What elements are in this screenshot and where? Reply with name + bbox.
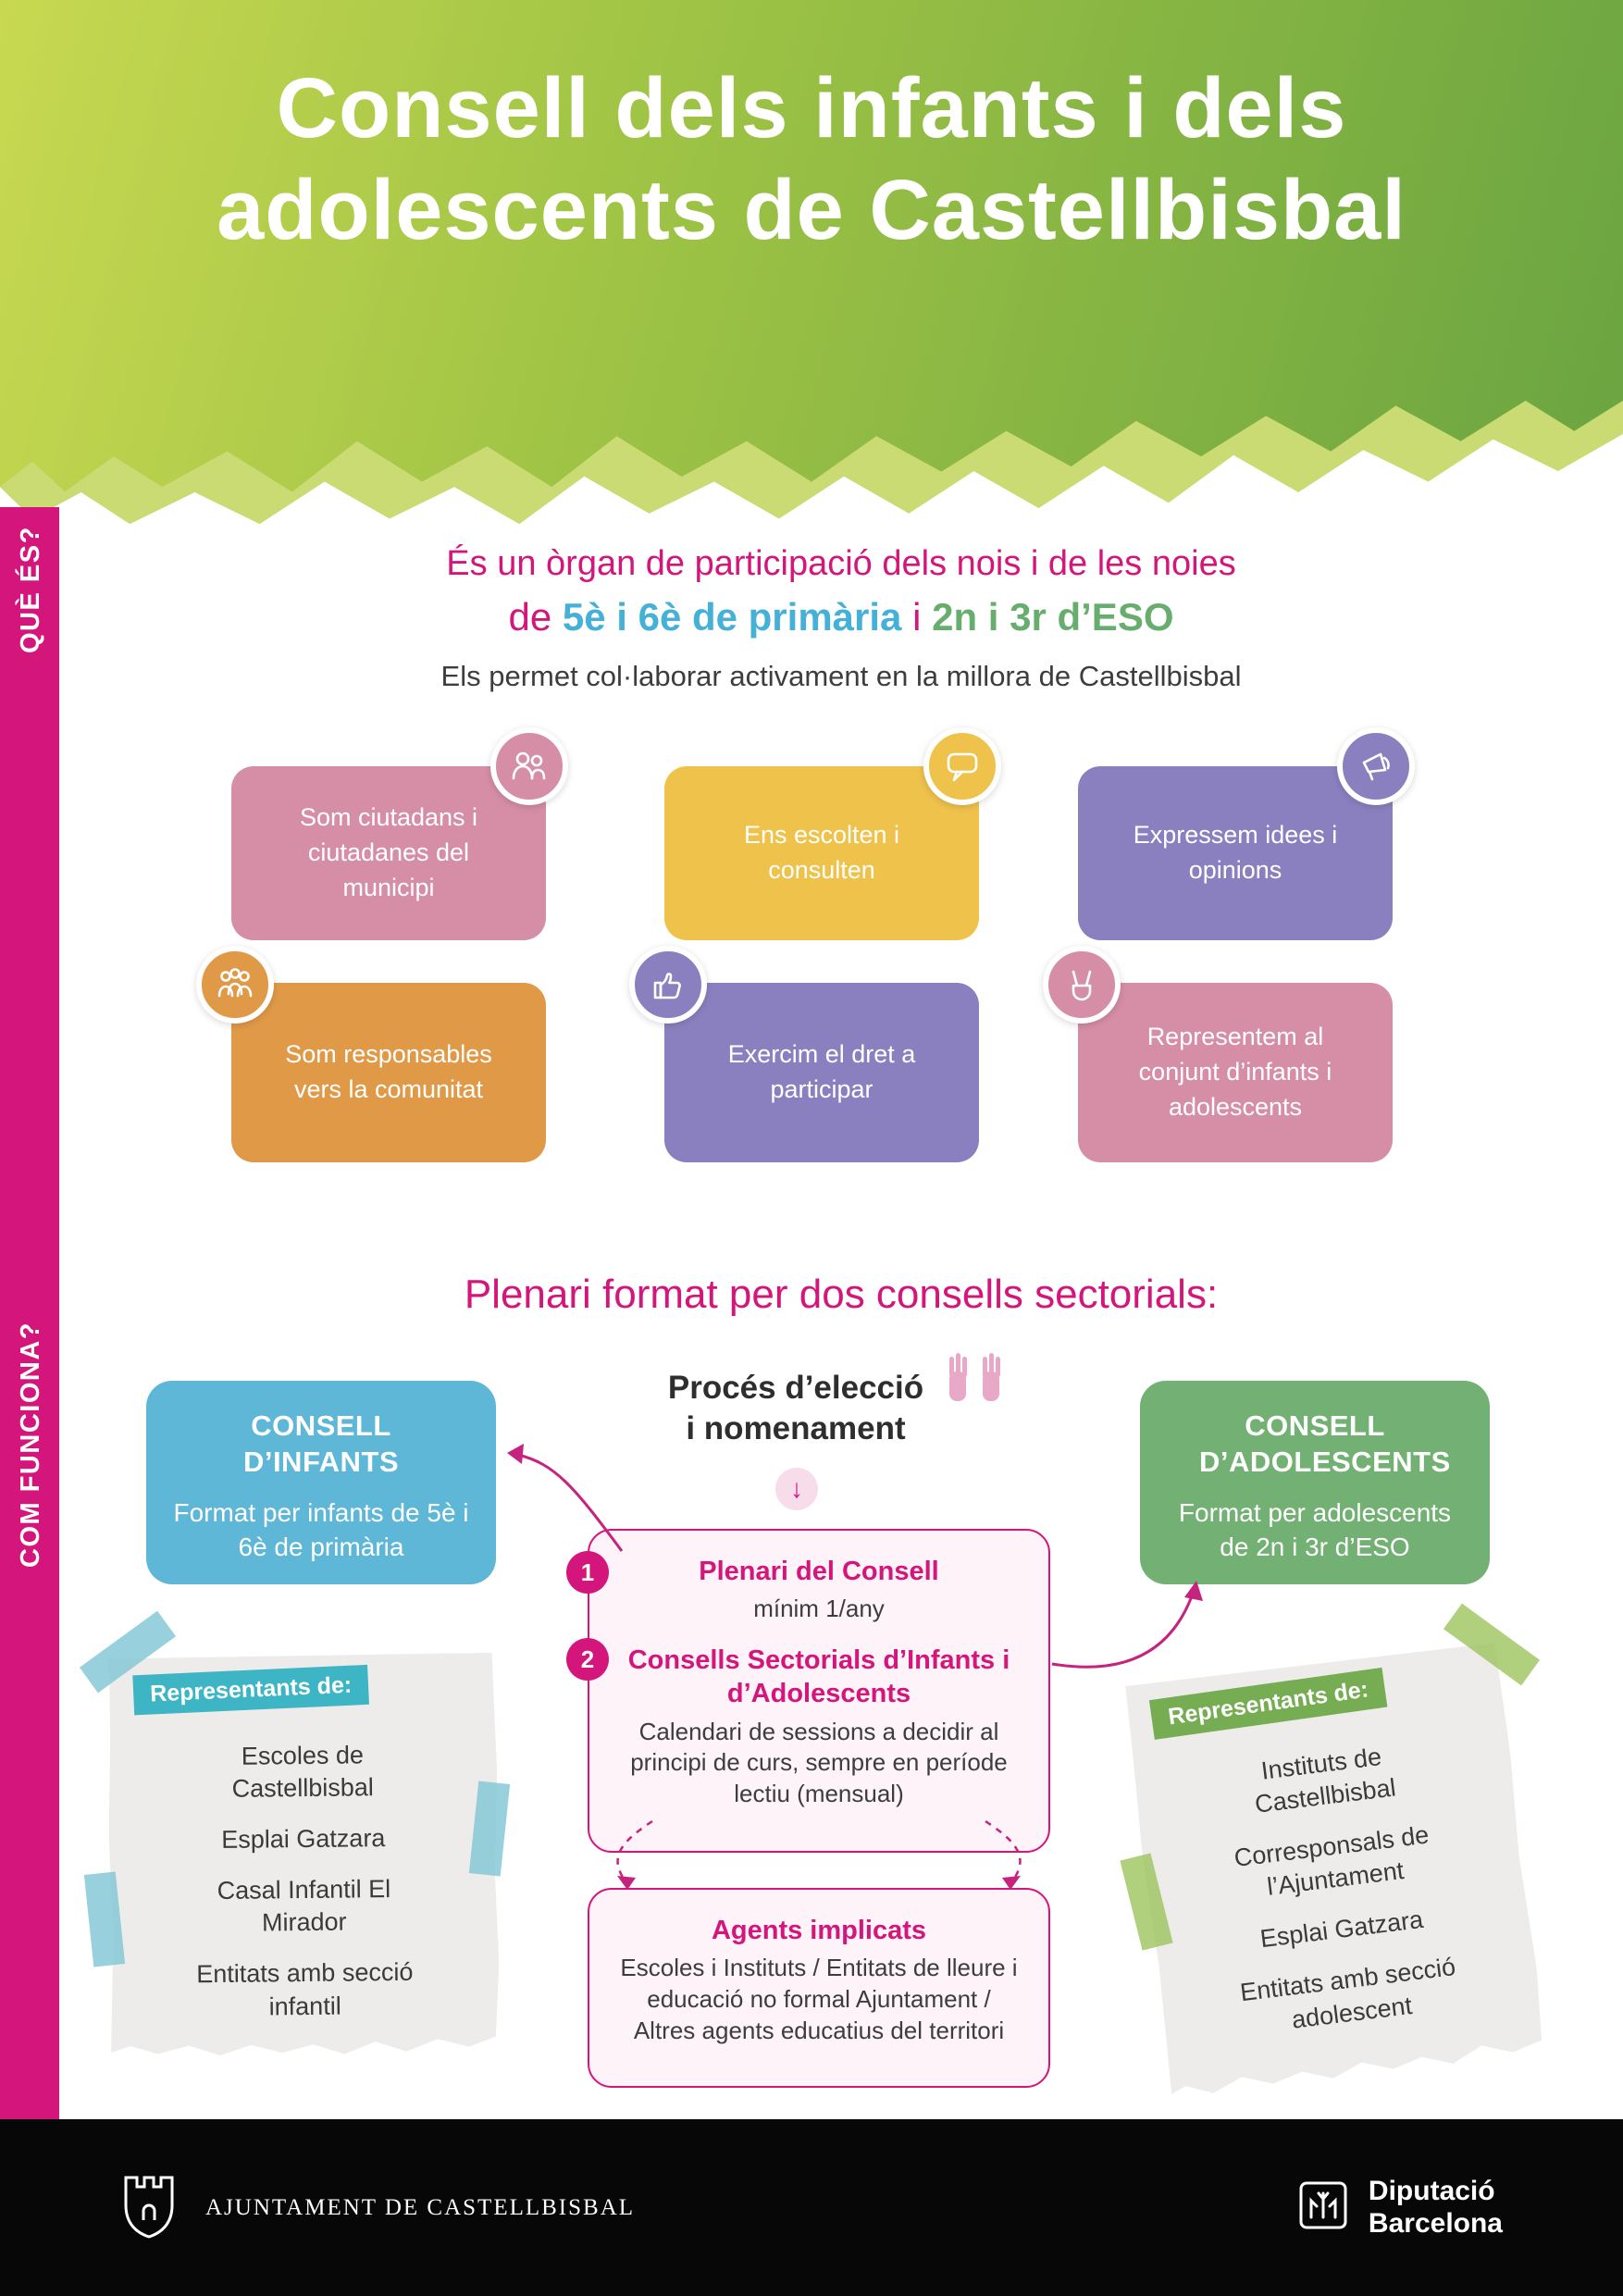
intro-de: de: [508, 595, 552, 639]
sidebar-label-com-funciona: COM FUNCIONA?: [16, 1322, 45, 1568]
agents-box: Agents implicats Escoles i Instituts / E…: [588, 1888, 1050, 2088]
page-title-line1: Consell dels infants i dels: [276, 61, 1347, 155]
consell-infants-body: Format per infants de 5è i 6è de primàri…: [173, 1497, 469, 1562]
step-sectorials-title: Consells Sectorials d’Infants i d’Adoles…: [627, 1645, 1010, 1709]
card-represent-label: Representem al conjunt d’infants i adole…: [1138, 1023, 1332, 1121]
ajuntament-label: AJUNTAMENT DE CASTELLBISBAL: [205, 2194, 636, 2220]
citizens-icon: [490, 727, 568, 805]
step-number-2: 2: [566, 1638, 609, 1681]
raised-hands-icon: [936, 1344, 1014, 1413]
down-arrow-icon: ↓: [775, 1468, 818, 1510]
list-item: Esplai Gatzara: [1258, 1905, 1425, 1954]
diputacio-logo-group: Diputació Barcelona: [1298, 2176, 1503, 2240]
intro-line1: És un òrgan de participació dels nois i …: [446, 544, 1236, 583]
step-number-1: 1: [566, 1551, 609, 1594]
card-responsible-label: Som responsables vers la comunitat: [285, 1040, 492, 1103]
consell-infants-box: CONSELL D’INFANTS Format per infants de …: [146, 1381, 496, 1584]
footer: AJUNTAMENT DE CASTELLBISBAL Diputació Ba…: [0, 2119, 1623, 2296]
diputacio-icon: [1298, 2180, 1348, 2235]
megaphone-icon: [1337, 727, 1415, 805]
list-item: Casal Infantil El Mirador: [217, 1875, 391, 1937]
card-responsible: Som responsables vers la comunitat: [231, 983, 546, 1162]
step-sectorials: Consells Sectorials d’Infants i d’Adoles…: [617, 1644, 1021, 1810]
diputacio-line2: Barcelona: [1368, 2207, 1503, 2239]
intro-line3: Els permet col·laborar activament en la …: [440, 660, 1242, 692]
list-item: Escoles de Castellbisbal: [231, 1741, 374, 1803]
intro-line2: de 5è i 6è de primària i 2n i 3r d’ESO: [59, 595, 1623, 639]
card-citizens: Som ciutadans i ciutadanes del municipi: [231, 766, 546, 940]
note-adolescents-list: Instituts de Castellbisbal Corresponsals…: [1146, 1727, 1529, 2068]
note-infants-badge: Representants de:: [132, 1665, 369, 1715]
plenari-steps-box: Plenari del Consell mínim 1/any Consells…: [588, 1529, 1050, 1853]
proces-line1: Procés d’elecció: [667, 1370, 924, 1406]
primaria-highlight: 5è i 6è de primària: [562, 595, 902, 639]
list-item: Entitats amb secció infantil: [196, 1958, 414, 2020]
card-citizens-label: Som ciutadans i ciutadanes del municipi: [299, 803, 478, 901]
note-infants-representants: Representants de: Escoles de Castellbisb…: [107, 1653, 501, 2056]
speech-bubble-icon: [923, 727, 1001, 805]
card-participate: Exercim el dret a participar: [664, 983, 979, 1162]
list-item: Entitats amb secció adolescent: [1238, 1953, 1457, 2034]
victory-hand-icon: [1043, 946, 1121, 1024]
card-listened-label: Ens escolten i consulten: [743, 821, 900, 884]
agents-title: Agents implicats: [711, 1916, 927, 1945]
step-plenari-title: Plenari del Consell: [699, 1557, 939, 1586]
intro: És un òrgan de participació dels nois i …: [59, 544, 1623, 693]
note-adolescents-badge: Representants de:: [1149, 1668, 1388, 1740]
sidebar-label-que-es: QUÈ ÉS?: [16, 526, 45, 653]
card-participate-label: Exercim el dret a participar: [727, 1040, 916, 1103]
consell-infants-title: CONSELL D’INFANTS: [242, 1409, 400, 1478]
consell-adolescents-title: CONSELL D’ADOLESCENTS: [1199, 1409, 1451, 1478]
diputacio-line1: Diputació: [1368, 2176, 1495, 2206]
card-express: Expressem idees i opinions: [1078, 766, 1393, 940]
sidebar: [0, 507, 59, 2119]
intro-i: i: [912, 595, 922, 639]
list-item: Esplai Gatzara: [221, 1824, 386, 1855]
header: Consell dels infants i dels adolescents …: [0, 0, 1623, 492]
note-infants-list: Escoles de Castellbisbal Esplai Gatzara …: [123, 1738, 485, 2043]
castle-shield-icon: [120, 2170, 178, 2245]
note-adolescents-representants: Representants de: Instituts de Castellbi…: [1121, 1641, 1547, 2098]
page-title-line2: adolescents de Castellbisbal: [217, 163, 1406, 258]
card-listened: Ens escolten i consulten: [664, 766, 979, 940]
step-sectorials-body: Calendari de sessions a decidir al princ…: [630, 1717, 1008, 1808]
diputacio-label: Diputació Barcelona: [1369, 2176, 1503, 2240]
card-express-label: Expressem idees i opinions: [1133, 821, 1338, 884]
eso-highlight: 2n i 3r d’ESO: [932, 595, 1174, 639]
card-represent: Representem al conjunt d’infants i adole…: [1078, 983, 1393, 1162]
page-title: Consell dels infants i dels adolescents …: [0, 57, 1623, 262]
step-plenari-body: mínim 1/any: [753, 1595, 885, 1623]
community-icon: [196, 946, 274, 1024]
list-item: Corresponsals de l’Ajuntament: [1233, 1820, 1431, 1902]
consell-adolescents-box: CONSELL D’ADOLESCENTS Format per adolesc…: [1140, 1381, 1490, 1584]
ajuntament-logo-group: AJUNTAMENT DE CASTELLBISBAL: [120, 2170, 635, 2245]
agents-body: Escoles i Instituts / Entitats de lleure…: [620, 1954, 1018, 2044]
proces-heading: Procés d’elecció i nomenament: [629, 1368, 962, 1449]
consell-adolescents-body: Format per adolescents de 2n i 3r d’ESO: [1178, 1497, 1452, 1562]
proces-line2: i nomenament: [686, 1409, 906, 1446]
thumbs-up-icon: [629, 946, 707, 1024]
list-item: Instituts de Castellbisbal: [1253, 1743, 1398, 1818]
plenari-section-title: Plenari format per dos consells sectoria…: [464, 1272, 1219, 1317]
step-plenari: Plenari del Consell mínim 1/any: [617, 1555, 1021, 1625]
